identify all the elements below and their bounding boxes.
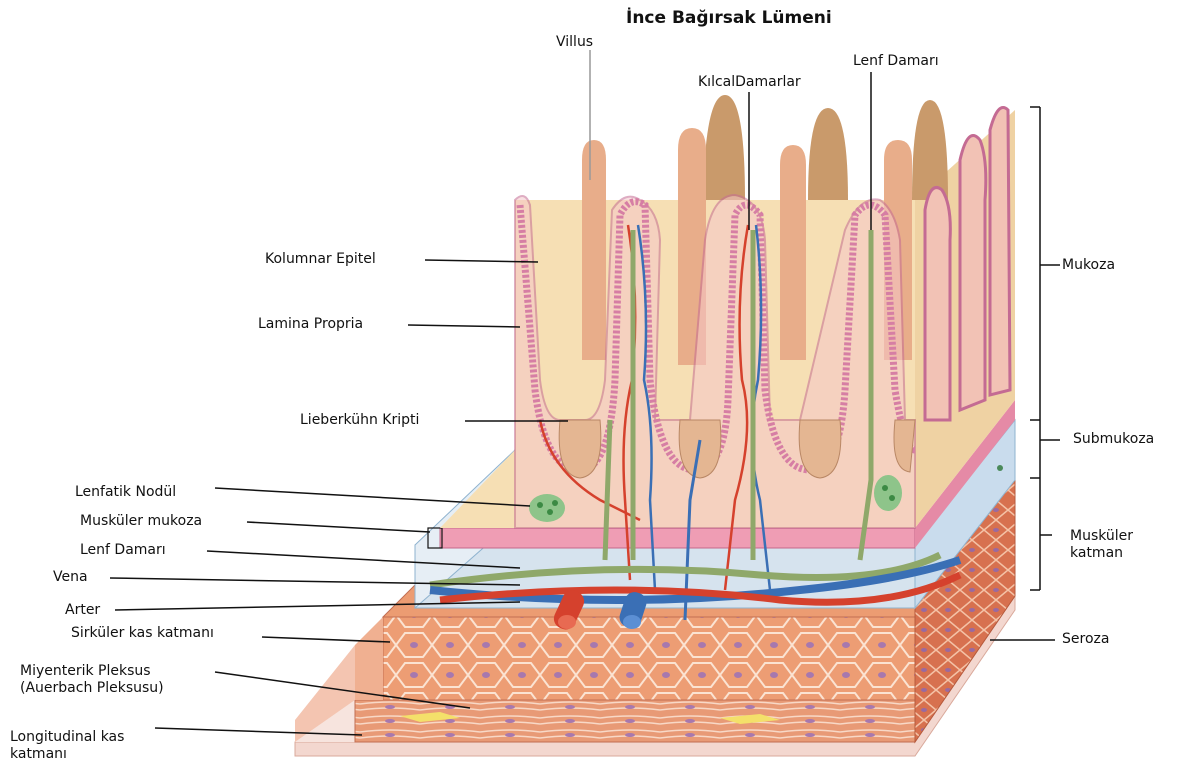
label-muscular-layer: Musküler katman [1070, 528, 1133, 562]
diagram-title: İnce Bağırsak Lümeni [626, 8, 832, 28]
label-vein: Vena [53, 569, 88, 586]
label-lymphatic-nodule: Lenfatik Nodül [75, 484, 176, 501]
label-circular-muscle: Sirküler kas katmanı [71, 625, 214, 642]
label-longitudinal-muscle: Longitudinal kas katmanı [10, 729, 124, 763]
circular-muscle-front [383, 617, 915, 700]
label-serosa: Seroza [1062, 631, 1109, 648]
muscularis-mucosae [440, 528, 915, 548]
label-columnar-epithelium: Kolumnar Epitel [265, 251, 376, 268]
label-lamina-propria: Lamina Propria [258, 316, 363, 333]
label-mucosa: Mukoza [1062, 257, 1115, 274]
label-villus: Villus [556, 34, 593, 51]
label-myenteric-plexus: Miyenterik Pleksus (Auerbach Pleksusu) [20, 663, 164, 697]
label-muscularis-mucosae: Musküler mukoza [80, 513, 202, 530]
label-artery: Arter [65, 602, 100, 619]
label-lieberkuhn-crypt: Lieberkühn Kripti [300, 412, 419, 429]
label-lymph-vessel-top: Lenf Damarı [853, 53, 939, 70]
longitudinal-muscle-front [355, 700, 915, 742]
label-submucosa: Submukoza [1073, 431, 1154, 448]
label-lymph-vessel: Lenf Damarı [80, 542, 166, 559]
label-capillaries: KılcalDamarlar [698, 74, 801, 91]
